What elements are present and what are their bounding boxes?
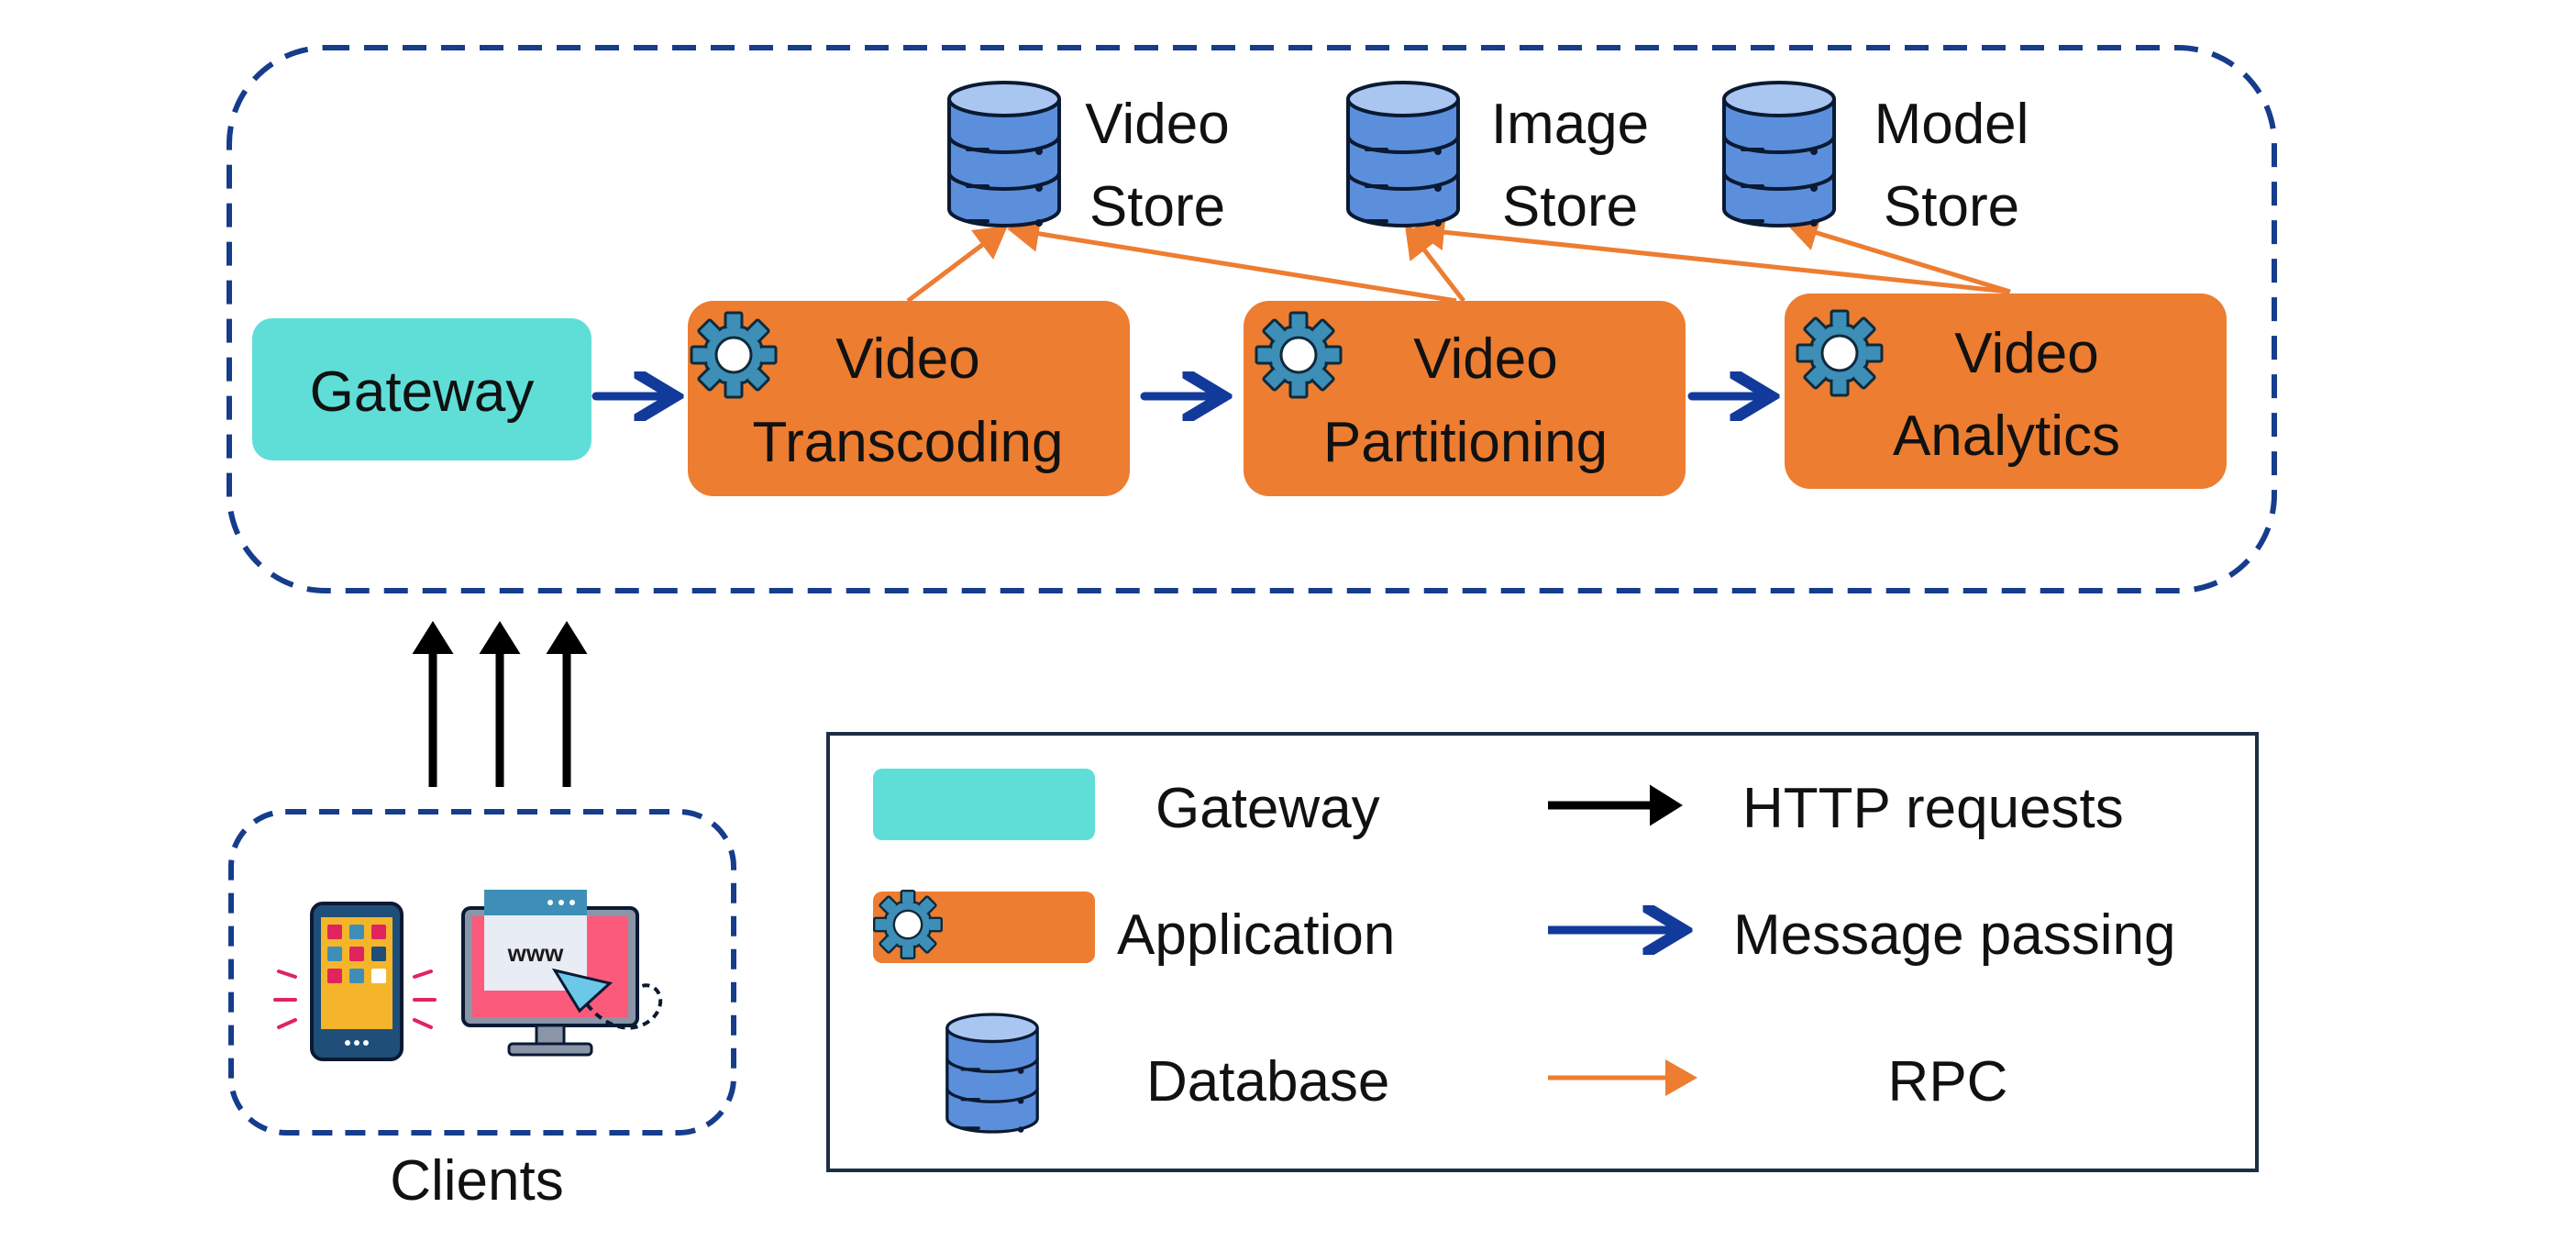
clients-boundary — [228, 809, 736, 1136]
video-analytics-label-line2: Analytics — [1893, 404, 2120, 468]
gateway-node — [252, 318, 591, 460]
image-store-label-line2: Store — [1502, 175, 1638, 238]
rpc-arrows — [906, 214, 2011, 304]
monitor-icon: www — [461, 890, 639, 1057]
video-store-label-line2: Store — [1089, 175, 1225, 238]
legend-message-label: Message passing — [1733, 903, 2176, 967]
gear-icon — [873, 890, 944, 960]
video-transcoding-label-line2: Transcoding — [753, 411, 1064, 474]
legend-application-label: Application — [1117, 903, 1395, 967]
video-partitioning-node — [1244, 301, 1686, 496]
legend-database-icon — [945, 1013, 1039, 1135]
rpc-partitioning-to-image-store — [1404, 225, 1465, 303]
model-store-label-line1: Model — [1874, 93, 2029, 156]
clients-label: Clients — [390, 1149, 564, 1213]
system-boundary — [227, 45, 2277, 593]
smartphone-icon — [273, 902, 437, 1061]
video-transcoding-label-line1: Video — [835, 327, 979, 391]
video-analytics-node — [1785, 294, 2227, 489]
video-analytics-label-line1: Video — [1954, 322, 2098, 385]
gear-icon — [690, 311, 778, 399]
legend-rpc-label: RPC — [1888, 1050, 2008, 1114]
legend-http-label: HTTP requests — [1742, 777, 2124, 840]
gear-icon — [1796, 309, 1884, 397]
http-arrows — [412, 621, 588, 787]
browser-www-text: www — [507, 939, 564, 967]
gear-icon — [1255, 311, 1343, 399]
video-transcoding-node — [688, 301, 1130, 496]
rpc-analytics-to-model-store — [1786, 215, 2011, 294]
paper-plane-icon — [551, 968, 663, 1030]
model-store-label-line2: Store — [1884, 175, 2019, 238]
legend-gateway-label: Gateway — [1155, 777, 1380, 840]
rpc-partitioning-to-video-store — [1007, 216, 1457, 304]
video-partitioning-label-line2: Partitioning — [1323, 411, 1608, 474]
image-store-label-line1: Image — [1491, 93, 1649, 156]
legend-database-label: Database — [1146, 1050, 1389, 1114]
legend-gateway-swatch — [873, 769, 1095, 840]
video-partitioning-label-line1: Video — [1413, 327, 1557, 391]
video-store-database-icon — [947, 81, 1061, 228]
video-store-label-line1: Video — [1085, 93, 1229, 156]
gateway-node-label: Gateway — [310, 360, 535, 424]
image-store-database-icon — [1346, 81, 1460, 228]
rpc-analytics-to-image-store — [1412, 214, 2009, 294]
model-store-database-icon — [1722, 81, 1836, 228]
rpc-transcoding-to-video-store — [906, 225, 1008, 303]
